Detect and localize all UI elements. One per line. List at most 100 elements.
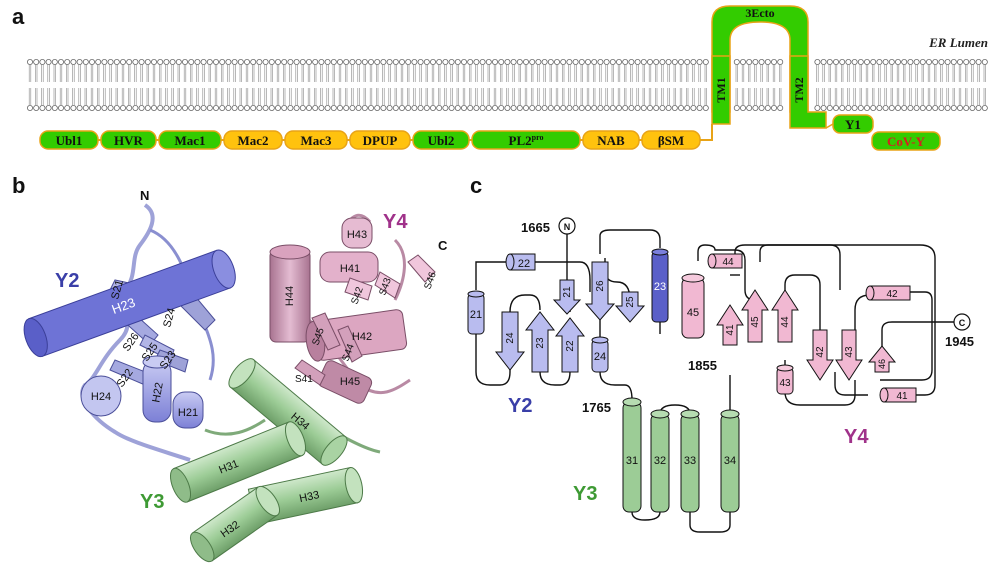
lipid-head <box>566 105 573 112</box>
lipid-head <box>839 59 846 66</box>
lipid-tail <box>425 88 428 105</box>
topo-y3-helix-31: 31 <box>622 397 642 513</box>
lipid-head <box>659 105 666 112</box>
lipid-tail <box>692 88 695 105</box>
lipid-head <box>243 105 250 112</box>
y2-n-terminus: N <box>140 188 149 203</box>
s21-label: S21 <box>109 279 126 301</box>
lipid-head <box>659 59 666 66</box>
lipid-head <box>901 105 908 112</box>
y4-c-terminus: C <box>438 238 448 253</box>
lipid-head <box>696 59 703 66</box>
lipid-head <box>752 105 759 112</box>
lipid-tail <box>524 65 528 82</box>
lipid-tail <box>741 88 745 105</box>
domain-3 <box>223 130 283 150</box>
s24-label: S24 <box>161 307 178 329</box>
lipid-tail <box>952 65 955 82</box>
lipid-tail <box>847 88 850 105</box>
lipid-head <box>678 105 685 112</box>
lipid-head <box>764 105 771 112</box>
lipid-tail <box>394 88 397 105</box>
lipid-head <box>919 59 926 66</box>
lipid-tail <box>159 65 162 82</box>
lipid-head <box>454 59 461 66</box>
lipid-tail <box>586 88 590 105</box>
lipid-tail <box>624 65 627 82</box>
lipid-tail <box>59 88 63 105</box>
y4-strand-s43 <box>374 271 401 299</box>
lipid-tail <box>159 88 162 105</box>
lipid-tail <box>221 65 224 82</box>
lipid-head <box>107 59 114 66</box>
lipid-head <box>33 105 40 112</box>
topo-y2-strand-25-label: 25 <box>625 296 636 308</box>
lipid-tail <box>748 65 751 82</box>
lipid-tail <box>283 88 286 105</box>
lipid-tail <box>940 65 943 82</box>
lipid-head <box>45 59 52 66</box>
lipid-tail <box>264 88 267 105</box>
lipid-tail <box>128 65 131 82</box>
topo-y2-y3-boundary: 1765 <box>582 400 611 415</box>
domain-2 <box>158 130 222 150</box>
topology-y2: 22 21 23 24 21 22 23 24 25 26 N 1665 <box>467 217 669 417</box>
lipid-head <box>120 105 127 112</box>
lipid-head <box>188 59 195 66</box>
lipid-head <box>944 105 951 112</box>
lipid-tail <box>165 88 168 105</box>
lipid-tail <box>103 65 106 82</box>
lipid-tail <box>382 65 385 82</box>
lipid-head <box>380 105 387 112</box>
lipid-head <box>882 105 889 112</box>
lipid-tail <box>326 65 329 82</box>
lipid-head <box>274 105 281 112</box>
lipid-tail <box>165 65 168 82</box>
y2-structure-label: Y2 <box>55 270 79 292</box>
lipid-head <box>237 105 244 112</box>
lipid-tail <box>140 65 143 82</box>
lipid-head <box>175 59 182 66</box>
topo-y4-helix-42-label: 42 <box>886 289 898 300</box>
lipid-head <box>442 105 449 112</box>
lipid-head <box>157 59 164 66</box>
lipid-tail <box>704 65 707 82</box>
h41-label: H41 <box>340 263 360 275</box>
lipid-head <box>423 105 430 112</box>
lipid-head <box>64 59 71 66</box>
lipid-head <box>864 105 871 112</box>
lipid-head <box>616 59 623 66</box>
lipid-tail <box>134 88 137 105</box>
lipid-tail <box>673 65 676 82</box>
lipid-bilayer <box>26 59 988 112</box>
lipid-head <box>913 105 920 112</box>
lipid-head <box>498 105 505 112</box>
lipid-tail <box>314 65 317 82</box>
lipid-tail <box>636 65 639 82</box>
topology-connections <box>475 229 955 533</box>
lipid-head <box>82 105 89 112</box>
lipid-tail <box>307 88 311 105</box>
lipid-tail <box>84 88 87 105</box>
lipid-tail <box>748 88 751 105</box>
lipid-head <box>981 105 988 112</box>
topo-y2-strand-26-label: 26 <box>595 280 606 292</box>
lipid-head <box>572 59 579 66</box>
lipid-head <box>206 105 213 112</box>
lipid-head <box>510 59 517 66</box>
topo-y2-label: Y2 <box>508 395 532 417</box>
lipid-head <box>864 59 871 66</box>
lipid-tail <box>444 88 447 105</box>
h33-label: H33 <box>298 489 320 505</box>
h42-label: H42 <box>352 331 372 343</box>
topo-y3-helix-34: 34 <box>720 409 740 513</box>
topo-y4-label: Y4 <box>844 426 869 448</box>
lipid-tail <box>834 88 838 105</box>
tm1-connector <box>700 124 713 141</box>
lipid-head <box>845 59 852 66</box>
lipid-head <box>510 105 517 112</box>
lipid-tail <box>760 65 763 82</box>
lipid-tail <box>289 65 292 82</box>
lipid-tail <box>605 65 608 82</box>
lipid-tail <box>202 88 205 105</box>
